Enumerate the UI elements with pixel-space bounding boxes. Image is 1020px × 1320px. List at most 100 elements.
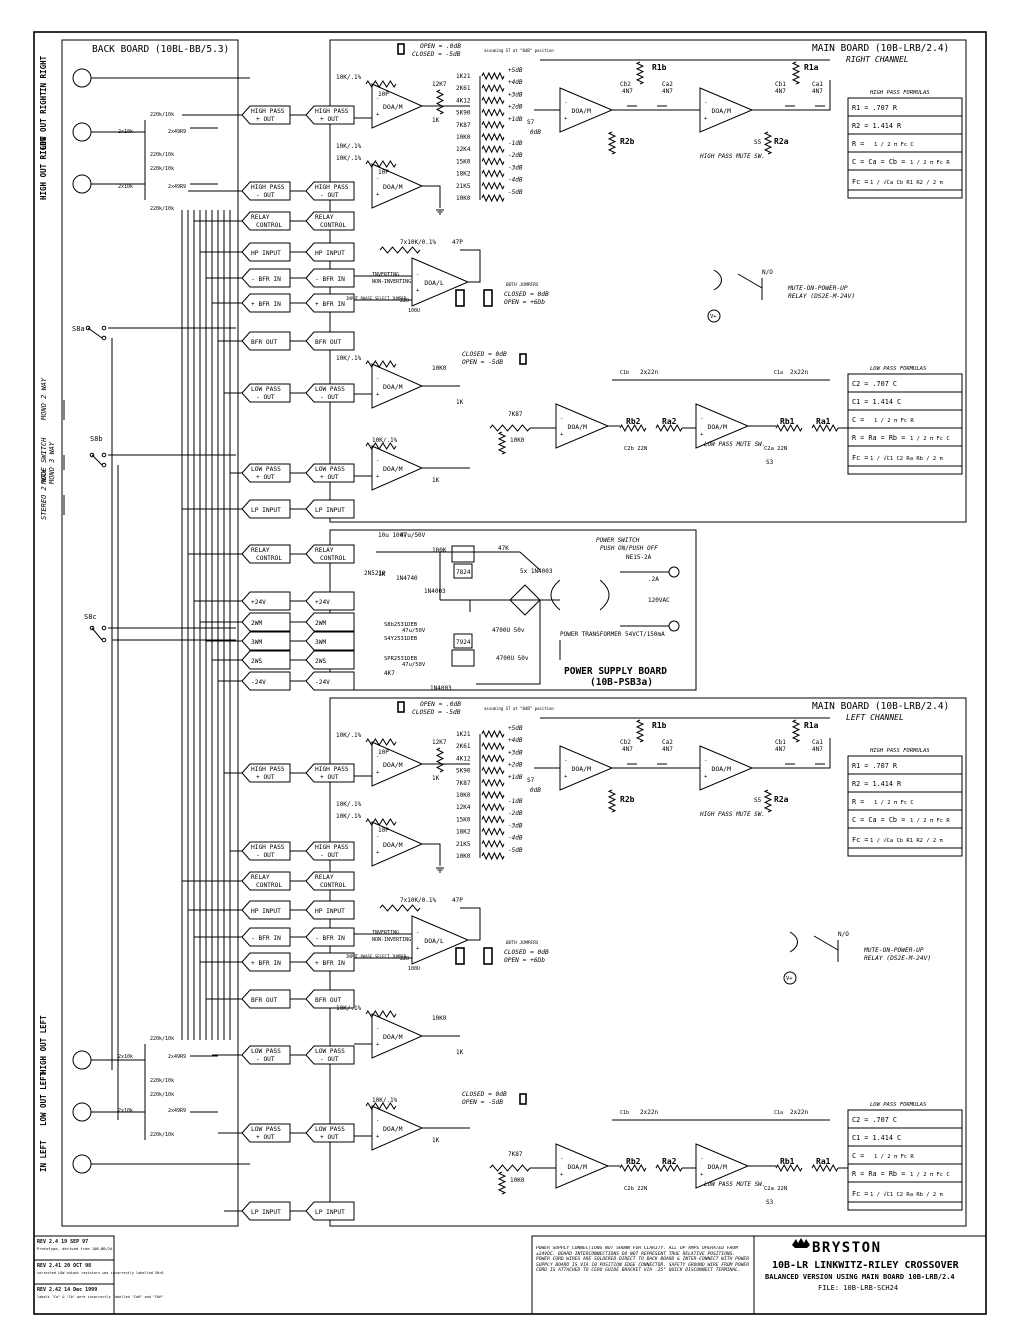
ladder-res-8: 18K2 (456, 829, 471, 836)
label-220k-a: 220k/10k (150, 112, 174, 118)
main-board-left-outline (329, 697, 967, 1227)
brand-logo: BRYSTON (812, 1240, 882, 1256)
op-amp-label: DOA/M (383, 465, 403, 473)
formula-line-3: C = Ca = Cb = (852, 816, 905, 824)
label-49r9-b: 2x49R9 (168, 184, 186, 190)
wire (354, 105, 470, 208)
back-connector-tab (241, 612, 291, 632)
cap-cb1: Cb1 (775, 739, 786, 746)
hp-filter-opamp-2: -+DOA/M (559, 87, 614, 133)
right-connector-4: - BFR IN- BFR IN (241, 268, 355, 288)
buffer-opamp: -+DOA/L (411, 915, 470, 965)
jumper-assumption: assuming S7 at "0dB" position (484, 48, 554, 53)
main-connector-label: LP INPUT (315, 507, 345, 514)
back-connector-label-2: - OUT (256, 1056, 275, 1063)
relay-vplus: V+ (786, 976, 793, 982)
lp-output-opamp-minus: -+DOA/M (371, 363, 424, 409)
lp-r-10k-a: 10K/.1% (336, 1005, 362, 1012)
mode-switches: S8a S8b S8c (63, 325, 236, 1120)
capacitor-plates (785, 763, 795, 769)
buffer-open: OPEN = +6Db (504, 299, 545, 306)
buffer-r-7x10k: 7x10K/0.1% (400, 239, 437, 246)
resistor (655, 1163, 683, 1173)
psu-reg-7824-label: 7824 (456, 569, 471, 576)
main-connector-tab (305, 293, 355, 313)
back-connector-label: LOW PASS (251, 1126, 281, 1133)
op-amp-plus: + (376, 112, 380, 118)
drawing-subtitle: BALANCED VERSION USING MAIN BOARD 10B-LR… (765, 1273, 955, 1281)
formula-frac-fc: 1 / √C1 C2 Ra Rb / 2 π (870, 455, 944, 462)
hp-output-opamp-plus: -+DOA/M (371, 83, 424, 129)
op-amp-triangle (555, 403, 610, 449)
main-connector-label: 2WS (315, 658, 326, 665)
wire (530, 379, 848, 429)
op-amp-minus: - (376, 1118, 379, 1124)
wire (354, 907, 481, 959)
psu-regulator-7824 (453, 563, 473, 579)
lp-jumper-icon (519, 1093, 527, 1105)
hp-filter-opamp-2: -+DOA/M (559, 745, 614, 791)
right-connector-5: + BFR IN+ BFR IN (241, 293, 355, 313)
op-amp-triangle (695, 403, 750, 449)
lp-c1b: C1b (620, 1110, 629, 1116)
label-220k-b: 220k/10k (150, 152, 174, 158)
revision-box (33, 1235, 115, 1315)
main-connector-label: LP INPUT (315, 1209, 345, 1216)
back-connector-label: HP INPUT (251, 250, 281, 257)
c-10p-a: 10P (378, 91, 389, 98)
buffer-opamp: -+DOA/L (411, 257, 470, 307)
resistor (379, 246, 421, 254)
psu-zener: 1N4740 (396, 575, 418, 582)
op-amp-minus: - (376, 458, 379, 464)
xlr-jack-in-left (72, 1154, 92, 1174)
ladder-resistor (481, 120, 505, 130)
formula-line-0: R1 = .707 R (852, 762, 898, 770)
lp-r-10k-b: 10K/.1% (372, 437, 398, 444)
op-amp-minus: - (376, 834, 379, 840)
lp-mute-label: LOW PASS MUTE SW. (704, 1181, 765, 1188)
psu-d-1n4003-a: 1N4003 (424, 588, 446, 595)
op-amp-minus: - (376, 96, 379, 102)
lp-jumper-open: OPEN = -5dB (462, 1099, 503, 1106)
main-board-right-subtitle: RIGHT CHANNEL (846, 55, 909, 64)
lp-rb1: Rb1 (780, 417, 795, 426)
resistor (497, 431, 507, 455)
main-connector-label-2: - OUT (320, 852, 339, 859)
psu-s8-2ws: SPR2531DEB (384, 656, 418, 662)
formula-line-3: R = Ra = Rb = (852, 1170, 905, 1178)
psu-connector-5: -24V-24V (241, 671, 355, 691)
op-amp-plus: + (560, 1172, 564, 1178)
res-12k7 (435, 747, 445, 773)
main-connector-tab (305, 1201, 355, 1221)
cap-ca1: Ca1 (812, 81, 823, 88)
formula-box (847, 755, 963, 857)
capacitor (657, 105, 667, 111)
main-connector-label-2: + OUT (320, 474, 339, 481)
hp-output-opamp-plus: -+DOA/M (371, 741, 424, 787)
jack-labels: IN RIGHT LOW OUT RIGHT HIGH OUT RIGHT MO… (39, 55, 56, 1172)
op-amp-plus: + (416, 288, 420, 294)
psu-s8-2wm: S8b2531DEB (384, 622, 418, 628)
jumper-open-note: OPEN = .0dB (420, 43, 461, 50)
label-49r9-d: 2x49R9 (168, 1108, 186, 1114)
label-220k-c: 220k/10k (150, 166, 174, 172)
ground-symbol (436, 867, 444, 873)
switch-s8b-label: S8b (90, 435, 103, 443)
formula-line-3: C = Ca = Cb = (852, 158, 905, 166)
back-connector-tab (241, 671, 291, 691)
ladder-resistor (481, 144, 505, 154)
op-amp-label: DOA/M (711, 765, 731, 773)
main-connector-tab (305, 871, 355, 891)
lp-c2b: C2b 22N (624, 446, 647, 452)
op-amp-minus: - (376, 1026, 379, 1032)
buffer-c-47p: 47P (452, 239, 463, 246)
op-amp-minus: - (416, 930, 419, 936)
level-plus-4: +1dB (508, 774, 523, 781)
op-amp-label: DOA/M (571, 107, 591, 115)
op-amp-minus: - (704, 758, 707, 764)
